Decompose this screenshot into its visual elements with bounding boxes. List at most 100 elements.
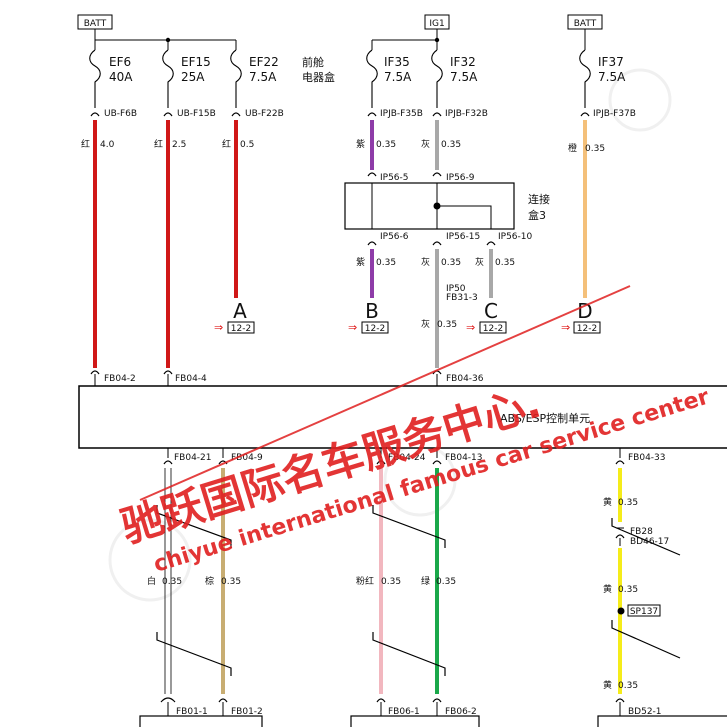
wire-size: 0.35 — [618, 498, 638, 508]
fuse-terminal-label: UB-F22B — [245, 109, 284, 119]
fuse-terminal-label: IPJB-F35B — [380, 109, 423, 119]
wire-size: 0.5 — [240, 140, 254, 150]
fuse-symbols — [89, 49, 591, 108]
wire-color: 橙 — [568, 142, 577, 154]
off-page-connector-a: A ⇒ 12-2 — [214, 299, 255, 334]
ecu-bottom-pins: FB04-21 FB04-9 FB04-24 FB04-13 FB04-33 — [163, 448, 666, 465]
splice-label: SP137 — [630, 607, 658, 617]
source-ig1-label: IG1 — [429, 19, 444, 29]
junction-pin: IP56-10 — [498, 232, 533, 242]
fuse-rating: 7.5A — [598, 70, 626, 84]
ecu-pin-label: FB04-36 — [446, 374, 484, 384]
splice-sp137: SP137 — [617, 604, 661, 617]
source-batt-right: BATT — [567, 14, 603, 30]
wire-size: 0.35 — [381, 577, 401, 587]
wire-size: 0.35 — [437, 320, 457, 330]
wire-color: 粉红 — [356, 575, 374, 587]
bottom-connectors: FB01-1 FB01-2 FB06-1 FB06-2 BD52-1 — [139, 697, 727, 727]
fuse-terminal-label: IPJB-F32B — [445, 109, 488, 119]
off-page-letter: C — [484, 299, 498, 323]
source-ig1: IG1 — [424, 14, 450, 30]
ecu-pin-label: FB04-4 — [175, 374, 207, 384]
wire-spec-label-mid: 灰 0.35 — [475, 256, 515, 268]
twisted-pair-marks — [156, 505, 681, 676]
wire-size: 2.5 — [172, 140, 186, 150]
fuse-rating: 7.5A — [450, 70, 478, 84]
wire-spec-label-bottom: 黄 0.35 — [603, 496, 638, 508]
junction-box-label: 盒3 — [528, 208, 546, 222]
wire-spec-label-top: 紫 0.35 — [356, 139, 396, 150]
wire-spec-label-bottom: 棕 0.35 — [205, 575, 241, 587]
wires-top — [93, 120, 587, 368]
off-page-ref: 12-2 — [483, 324, 503, 334]
source-batt-left: BATT — [77, 14, 113, 30]
wire-size: 0.35 — [376, 258, 396, 268]
bus-junction-dot — [434, 37, 440, 43]
bus-junction-dot — [165, 37, 171, 43]
junction-box-label: 连接 — [528, 193, 550, 206]
wires-mid — [370, 249, 493, 368]
watermark-underline — [139, 285, 631, 501]
fuse-name: EF22 — [249, 55, 279, 69]
wire-size: 0.35 — [221, 577, 241, 587]
wire-size: 0.35 — [441, 258, 461, 268]
wire-color: 灰 — [421, 138, 430, 150]
fuse-name: IF37 — [598, 55, 624, 69]
fusebox-label: 电器盒 — [302, 70, 335, 84]
connector-pin-label: FB06-1 — [388, 707, 420, 717]
connector-pin-label: FB06-2 — [445, 707, 477, 717]
connector-label: BD46-17 — [630, 537, 669, 547]
off-page-arrow-icon: ⇒ — [561, 321, 570, 334]
wire-color: 白 — [147, 575, 156, 587]
ecu-name: ABS/ESP控制单元 — [500, 411, 590, 425]
ecu-pin-label: FB04-13 — [445, 453, 483, 463]
fuse-name: IF35 — [384, 55, 410, 69]
ecu-top-pins: FB04-2 FB04-4 FB04-36 — [90, 370, 484, 386]
wire-size: 0.35 — [436, 577, 456, 587]
connector-cups-top — [90, 112, 590, 117]
wire-spec-label-top: 红 2.5 — [154, 138, 186, 150]
partial-pin-label: IP50 — [446, 284, 466, 294]
wire-color: 红 — [222, 138, 231, 150]
off-page-connector-c: C ⇒ 12-2 — [466, 299, 507, 334]
source-batt-left-label: BATT — [84, 19, 107, 29]
partial-pin-label: FB31-3 — [446, 293, 478, 303]
wire-spec-label-bottom: 绿 0.35 — [421, 575, 456, 587]
off-page-ref: 12-2 — [365, 324, 385, 334]
wire-color: 紫 — [356, 139, 365, 150]
connector-pin-label: FB01-1 — [176, 707, 208, 717]
wire-size: 0.35 — [585, 144, 605, 154]
wire-color: 灰 — [421, 318, 430, 330]
junction-pin: IP56-9 — [446, 173, 475, 183]
wire-color: 红 — [81, 138, 90, 150]
wire-size: 0.35 — [495, 258, 515, 268]
wire-color: 灰 — [475, 256, 484, 268]
wire-spec-label-bottom: 白 0.35 — [147, 575, 182, 587]
off-page-ref: 12-2 — [577, 324, 597, 334]
ecu-pin-label: FB04-33 — [628, 453, 666, 463]
wire-color: 黄 — [603, 583, 612, 595]
off-page-connector-b: B ⇒ 12-2 — [348, 299, 389, 334]
power-bus-lines — [94, 29, 586, 50]
wire-color: 绿 — [421, 575, 430, 587]
junction-pin: IP56-15 — [446, 232, 480, 242]
fusebox-label: 前舱 — [302, 55, 324, 69]
ecu-pin-label: FB04-2 — [104, 374, 136, 384]
wire-color: 黄 — [603, 496, 612, 508]
wire-color: 棕 — [205, 575, 214, 587]
wire-size: 0.35 — [618, 681, 638, 691]
wire-size: 0.35 — [618, 585, 638, 595]
wire-spec-label-top: 灰 0.35 — [421, 138, 461, 150]
abs-esp-control-unit: ABS/ESP控制单元 — [78, 385, 727, 449]
fuse-rating: 7.5A — [249, 70, 277, 84]
junction-pin: IP56-5 — [380, 173, 409, 183]
fuse-name: EF6 — [109, 55, 131, 69]
fuse-terminal-label: UB-F6B — [104, 109, 137, 119]
ecu-pin-label: FB04-9 — [231, 453, 263, 463]
wire-size: 0.35 — [162, 577, 182, 587]
wire-color: 黄 — [603, 679, 612, 691]
connector-fb28-bd46: FB28 BD46-17 — [615, 527, 669, 547]
off-page-letter: A — [233, 299, 247, 323]
off-page-connector-d: D ⇒ 12-2 — [561, 299, 601, 334]
